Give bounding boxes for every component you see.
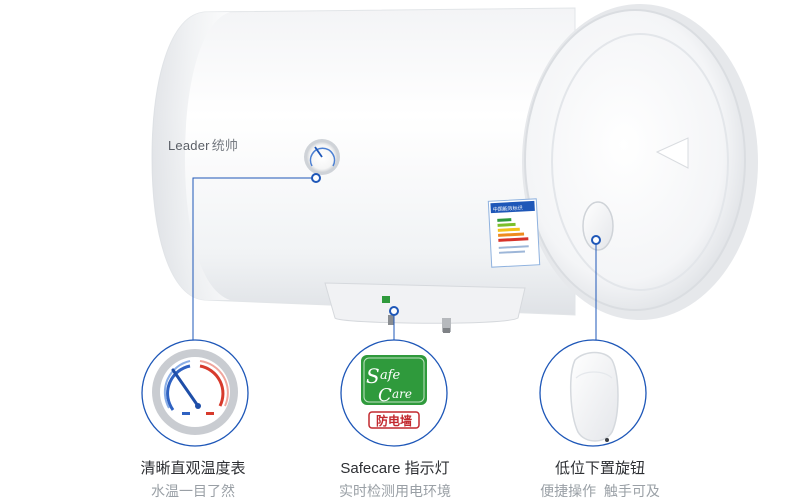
knob-detail-circle <box>539 339 647 447</box>
safecare-letter-c: C <box>378 385 392 406</box>
heater-body <box>151 7 576 316</box>
anti-shock-badge: 防电墙 <box>376 413 412 428</box>
callout-thermometer: 清晰直观温度表 水温一目了然 <box>118 459 268 501</box>
energy-label: 中国能效标识 <box>487 198 541 268</box>
body-thermometer <box>304 139 340 175</box>
brand-name-cn: 统帅 <box>211 138 239 153</box>
callout-subtitle: 便捷操作 触手可及 <box>540 483 660 499</box>
safecare-indicator-light <box>382 296 390 303</box>
safecare-line2: are <box>392 387 412 401</box>
body-knob <box>582 201 614 251</box>
callout-knob: 低位下置旋钮 便捷操作 触手可及 <box>520 459 680 501</box>
callout-safecare: Safecare 指示灯 实时检测用电环境 <box>320 459 470 501</box>
thermometer-detail-circle <box>141 339 249 447</box>
end-cap <box>522 4 758 320</box>
callout-dots <box>311 173 601 316</box>
safecare-letter-s: S <box>366 364 380 388</box>
callout-subtitle: 水温一目了然 <box>151 483 235 499</box>
energy-label-title: 中国能效标识 <box>493 205 523 214</box>
control-box <box>324 282 526 333</box>
callout-title: 清晰直观温度表 <box>140 460 246 477</box>
safecare-detail-circle: S afe C are 防电墙 <box>340 339 448 447</box>
callout-lines <box>192 177 597 343</box>
callout-title: Safecare 指示灯 <box>340 460 450 477</box>
callout-title: 低位下置旋钮 <box>554 460 645 477</box>
callout-subtitle: 实时检测用电环境 <box>339 483 451 499</box>
brand-name: Leader <box>168 138 210 153</box>
safecare-line1: afe <box>380 368 401 383</box>
